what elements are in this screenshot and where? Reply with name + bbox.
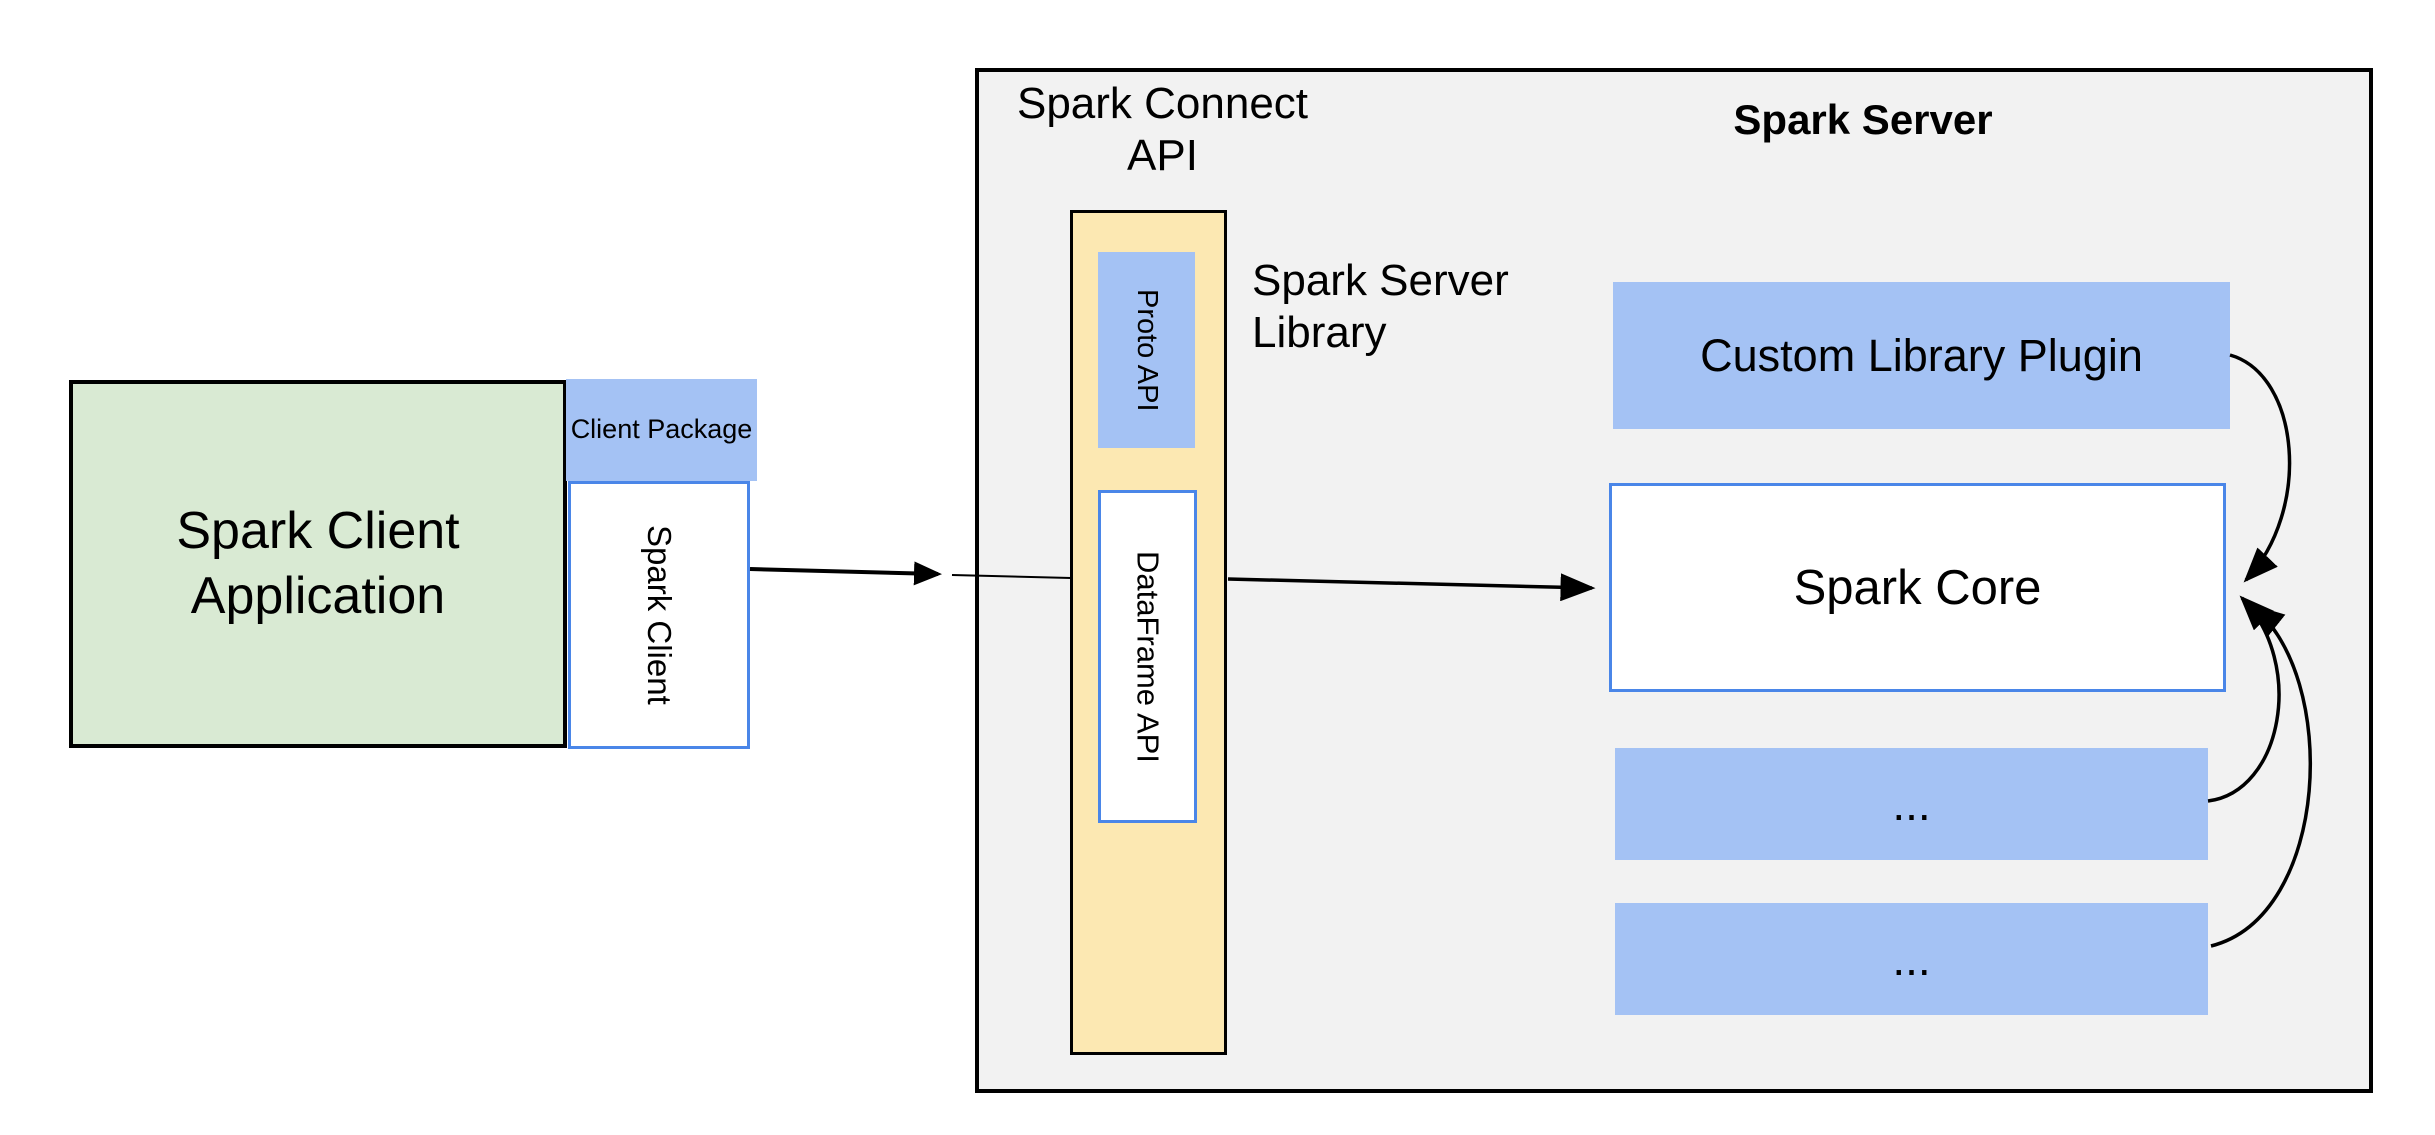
spark-client-box: Spark Client: [568, 481, 750, 749]
spark-core-box: Spark Core: [1609, 483, 2226, 692]
proto-api-box: Proto API: [1098, 252, 1195, 448]
spark-client-label: Spark Client: [641, 525, 678, 705]
spark-server-library-line1: Spark Server: [1252, 256, 1509, 305]
custom-library-plugin-label: Custom Library Plugin: [1700, 329, 2143, 381]
client-application-box: Spark Client Application: [69, 380, 567, 748]
dataframe-api-label: DataFrame API: [1130, 550, 1166, 763]
spark-connect-api-title-line1: Spark Connect: [1016, 79, 1309, 128]
spark-core-label: Spark Core: [1793, 560, 2042, 615]
spark-server-library-line2: Library: [1252, 307, 1387, 357]
custom-library-plugin-box: Custom Library Plugin: [1613, 282, 2230, 429]
client-package-label: Client Package: [570, 414, 753, 445]
ellipsis-box-2: ...: [1615, 903, 2208, 1015]
client-application-label: Spark Client Application: [176, 502, 460, 625]
spark-connect-api-title-line2: API: [1127, 130, 1198, 180]
arrow-client-to-connect: [749, 561, 942, 586]
client-package-box: Client Package: [566, 379, 757, 481]
spark-connect-api-title: Spark Connect API: [990, 78, 1335, 182]
dataframe-api-box: DataFrame API: [1098, 490, 1197, 823]
spark-server-library-label: Spark Server Library: [1252, 255, 1552, 359]
proto-api-label: Proto API: [1131, 288, 1163, 412]
ellipsis-box-2-label: ...: [1892, 933, 1931, 985]
spark-server-title: Spark Server: [1733, 96, 1993, 143]
ellipsis-box-1: ...: [1615, 748, 2208, 860]
ellipsis-box-1-label: ...: [1892, 778, 1931, 830]
